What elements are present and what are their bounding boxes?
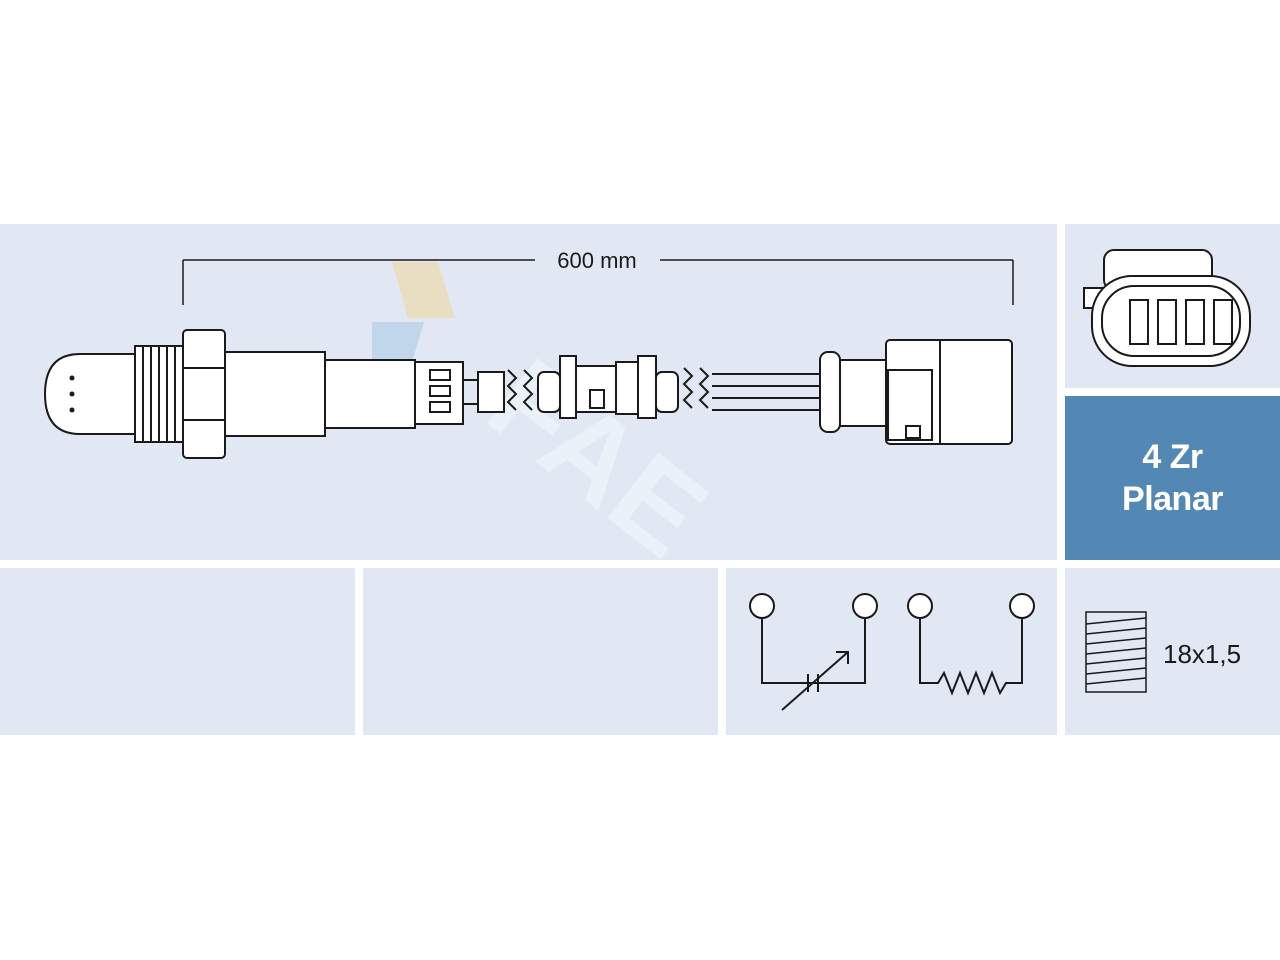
empty-panel-1: [0, 568, 355, 735]
thread-panel: [1065, 568, 1280, 735]
thread-icon: [1085, 611, 1147, 693]
connector-housing: [819, 339, 1013, 445]
circuit-diagram: [749, 593, 1035, 711]
empty-panel-2: [363, 568, 718, 735]
dimension-line: [182, 259, 1014, 305]
circuit-panel: [726, 568, 1057, 735]
connector-wires: [712, 373, 820, 411]
sensor-body: [43, 329, 505, 459]
cable-break-marks: [506, 367, 710, 411]
sensor-type-line2: Planar: [1122, 480, 1223, 518]
thread-size-label: 18x1,5: [1163, 639, 1241, 669]
dimension-label: 600 mm: [557, 248, 636, 273]
inline-coupler: [537, 355, 679, 419]
sensor-type-badge: 4 Zr Planar: [1065, 396, 1280, 560]
connector-face-icon: [1083, 249, 1251, 367]
sensor-type-line1: 4 Zr: [1142, 438, 1203, 476]
